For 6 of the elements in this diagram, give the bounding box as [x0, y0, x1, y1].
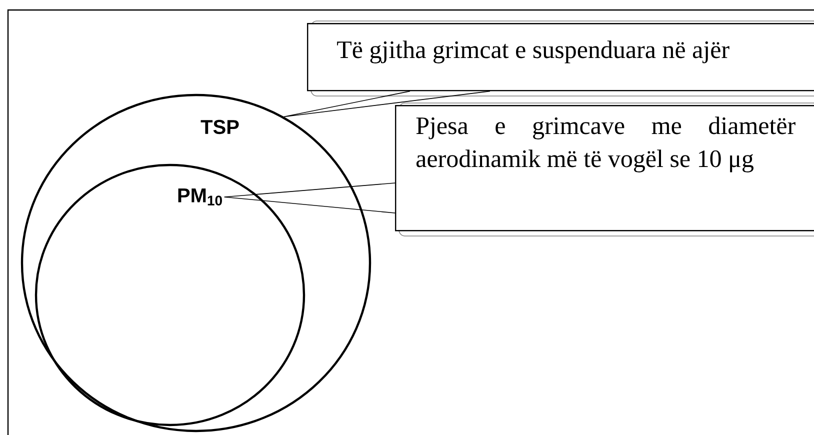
leader-line — [224, 182, 396, 214]
callout-box: Të gjitha grimcat e suspenduara në ajër — [307, 20, 814, 96]
leader-line — [283, 90, 490, 118]
circle-label: TSP — [200, 120, 239, 134]
callout-box: Pjesa e grimcave me diametër aerodinamik më të vogël se 10 μg — [395, 102, 814, 236]
circle-label: PM$_{10}$ — [178, 188, 222, 206]
